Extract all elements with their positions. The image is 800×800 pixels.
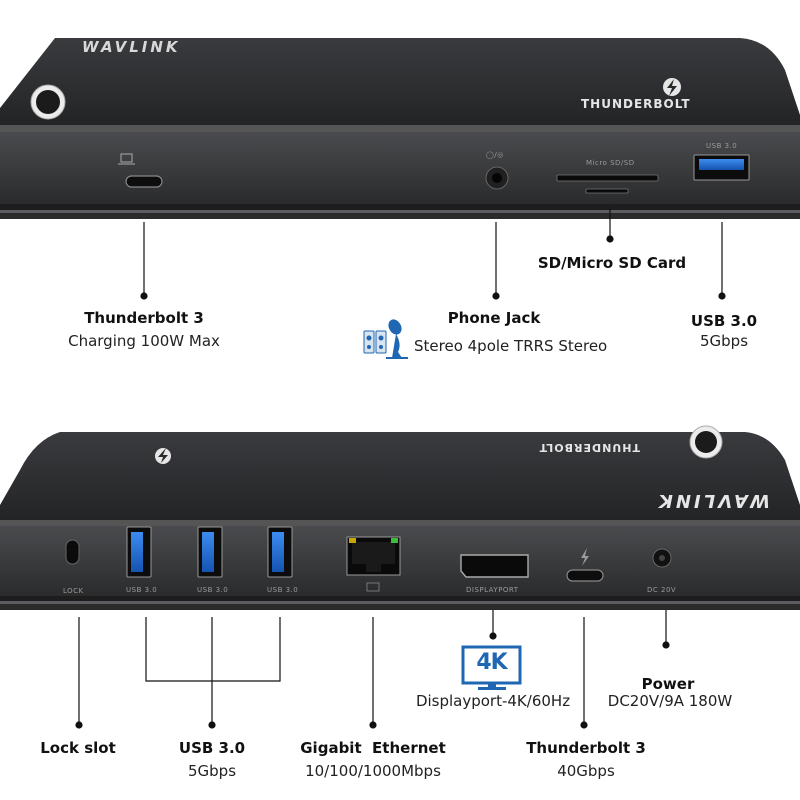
audio-port-print: ◯/◎ <box>486 151 504 159</box>
rear-usb-sub: 5Gbps <box>187 762 237 780</box>
thunderbolt-bolt-rear <box>155 448 171 464</box>
displayport-port <box>460 554 529 578</box>
network-icon <box>366 582 380 592</box>
displayport-sub: Displayport-4K/60Hz <box>415 692 571 710</box>
thunderbolt-logo-rear: THUNDERBOLT <box>539 441 640 454</box>
front-dock: WAVLINK THUNDERBOLT ◯/◎ Micro SD/SD USB … <box>0 38 800 219</box>
svg-text:DC 20V: DC 20V <box>647 586 676 594</box>
rear-usb-ports <box>126 526 293 578</box>
sd-card-slot <box>556 174 659 182</box>
brand-logo-front: WAVLINK <box>82 38 181 56</box>
phone-jack-title: Phone Jack <box>447 309 541 327</box>
svg-text:DISPLAYPORT: DISPLAYPORT <box>466 586 519 594</box>
front-dock-top <box>0 38 800 125</box>
svg-text:USB 3.0: USB 3.0 <box>197 586 228 594</box>
front-tb3-sub: Charging 100W Max <box>68 332 220 350</box>
micro-sd-slot <box>585 188 629 194</box>
usb-port-print-front: USB 3.0 <box>706 142 737 150</box>
rear-dock: THUNDERBOLT WAVLINK LOCK USB 3.0 USB 3.0… <box>0 425 800 610</box>
laptop-icon <box>118 153 135 165</box>
rear-dock-top <box>0 432 800 520</box>
thunderbolt-icon-rear <box>581 548 589 566</box>
svg-text:THUNDERBOLT: THUNDERBOLT <box>581 97 691 111</box>
lock-slot-title: Lock slot <box>40 739 116 757</box>
ethernet-title: Gigabit Ethernet <box>300 739 446 757</box>
ethernet-port <box>346 536 401 576</box>
lock-slot <box>65 539 80 565</box>
sd-card-title: SD/Micro SD Card <box>537 254 687 272</box>
brand-logo-rear: WAVLINK <box>656 490 770 511</box>
rear-tb3-sub: 40Gbps <box>557 762 615 780</box>
rear-tb3-title: Thunderbolt 3 <box>526 739 646 757</box>
front-dock-face <box>0 132 800 204</box>
4k-badge: 4K <box>476 650 507 675</box>
callout-lines <box>75 207 726 729</box>
thunderbolt-logo-front: THUNDERBOLT <box>581 78 691 111</box>
thunderbolt3-port-front <box>125 175 163 188</box>
ethernet-sub: 10/100/1000Mbps <box>305 762 441 780</box>
rear-usb-title: USB 3.0 <box>178 739 246 757</box>
phone-jack-sub: Stereo 4pole TRRS Stereo <box>414 337 608 355</box>
thunderbolt3-port-rear <box>566 569 604 582</box>
svg-text:USB 3.0: USB 3.0 <box>267 586 298 594</box>
svg-text:THUNDERBOLT: THUNDERBOLT <box>539 441 640 454</box>
svg-text:LOCK: LOCK <box>63 587 84 595</box>
front-tb3-title: Thunderbolt 3 <box>84 309 204 327</box>
sd-port-print: Micro SD/SD <box>586 159 635 167</box>
microphone-speaker-icon <box>363 319 408 359</box>
svg-text:USB 3.0: USB 3.0 <box>126 586 157 594</box>
front-usb-title: USB 3.0 <box>690 312 758 330</box>
front-usb-sub: 5Gbps <box>699 332 749 350</box>
svg-text:WAVLINK: WAVLINK <box>656 490 770 511</box>
power-sub: DC20V/9A 180W <box>607 692 733 710</box>
4k-monitor-icon <box>461 645 522 690</box>
power-title: Power <box>641 675 695 693</box>
